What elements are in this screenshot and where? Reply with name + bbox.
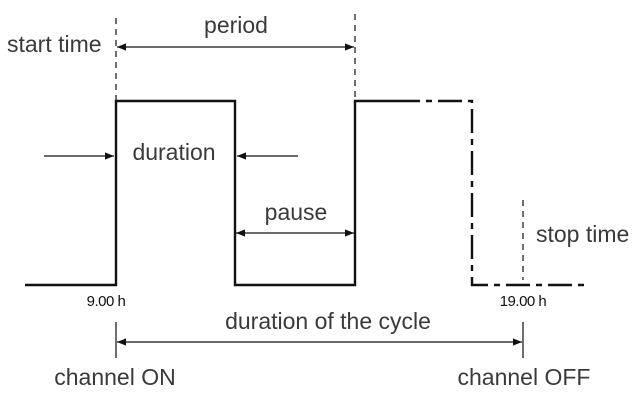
stop-time-label: stop time xyxy=(536,221,629,247)
pause-label: pause xyxy=(265,199,328,225)
channel-off-label: channel OFF xyxy=(458,364,591,390)
period-label: period xyxy=(204,12,268,38)
channel-on-label: channel ON xyxy=(54,364,175,390)
signal-waveform xyxy=(25,99,396,287)
signal-waveform-continuation xyxy=(396,99,590,287)
start-time-label: start time xyxy=(7,31,102,57)
start-tick-label: 9.00 h xyxy=(87,293,126,310)
duration-label: duration xyxy=(132,139,215,165)
stop-tick-label: 19.00 h xyxy=(500,293,547,310)
duration-of-cycle-label: duration of the cycle xyxy=(225,308,431,334)
